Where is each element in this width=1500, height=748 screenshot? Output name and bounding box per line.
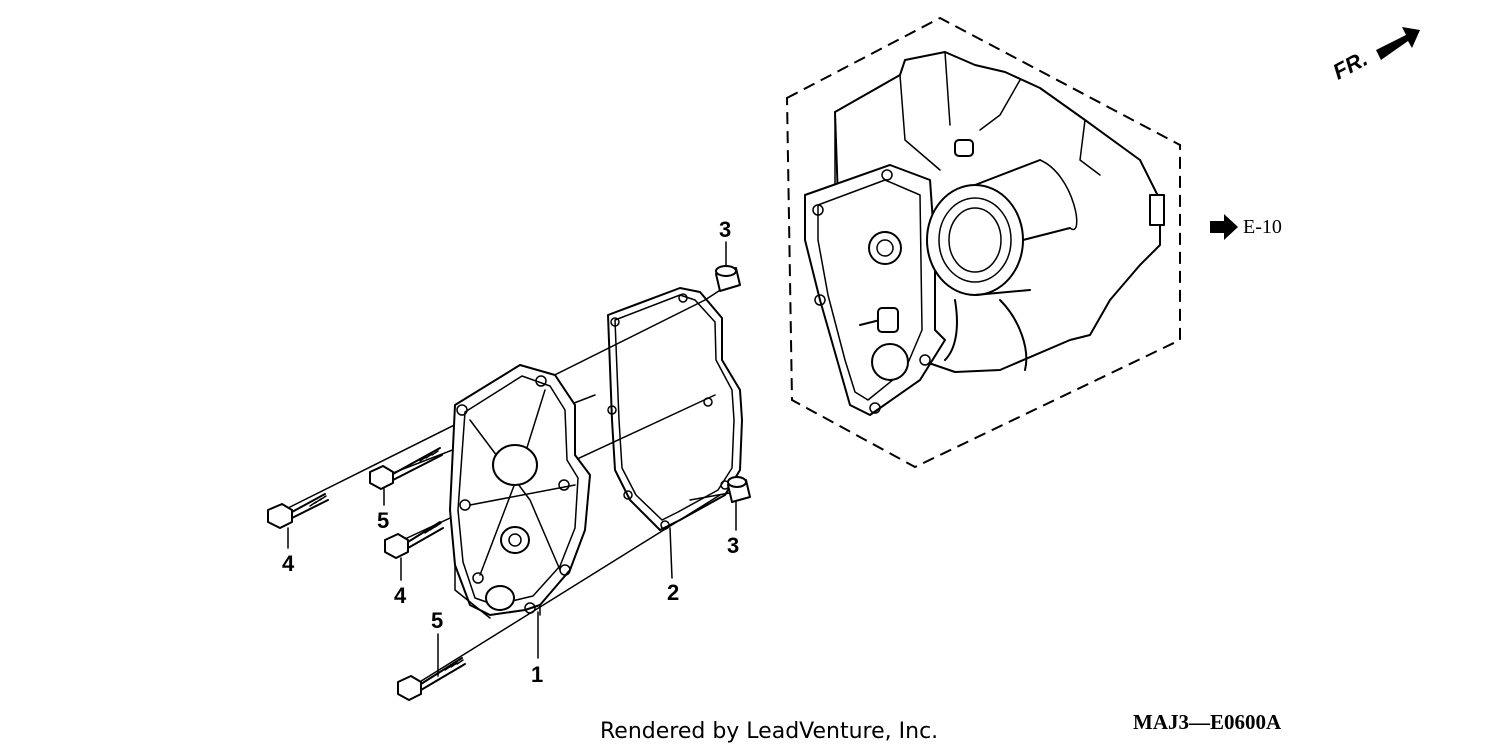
callout-part-3-lower[interactable]: 3 (727, 533, 739, 558)
bolt-part-4-lower[interactable] (384, 521, 444, 559)
transmission-housing-assembly (785, 16, 1181, 469)
front-arrow-icon (1376, 27, 1420, 60)
callout-part-3-upper[interactable]: 3 (719, 217, 731, 242)
reference-e10-label: E-10 (1243, 216, 1282, 238)
callout-part-4-lower[interactable]: 4 (394, 583, 407, 608)
dowel-pin-upper[interactable] (715, 265, 741, 292)
callouts: 1 2 3 3 4 4 5 5 (282, 217, 739, 687)
right-arrow-icon (1210, 214, 1238, 240)
cover-central-boss (492, 444, 538, 486)
housing-flange-plate (804, 164, 946, 416)
bolt-part-5-upper[interactable] (369, 447, 443, 490)
callout-part-5-lower[interactable]: 5 (431, 608, 443, 633)
callout-part-1[interactable]: 1 (531, 662, 543, 687)
gasket-outline (607, 287, 743, 531)
reference-assembly-boundary (785, 16, 1181, 469)
cover-part-1[interactable] (449, 364, 591, 619)
housing-lower-barrel (944, 299, 1028, 371)
cover-body (449, 364, 591, 616)
bolt-part-4-upper[interactable] (267, 493, 329, 529)
callout-part-5-upper[interactable]: 5 (377, 508, 389, 533)
callout-part-2[interactable]: 2 (667, 580, 679, 605)
diagram-code: MAJ3—E0600A (1133, 710, 1282, 734)
bolt-part-5-lower[interactable] (397, 657, 466, 701)
footer-credit: Rendered by LeadVenture, Inc. (600, 719, 938, 744)
reference-e10-link[interactable]: E-10 (1210, 214, 1282, 240)
housing-bearing-bore (926, 184, 1024, 296)
front-direction-label: FR. (1329, 46, 1372, 85)
dowel-pin-lower[interactable] (727, 476, 751, 503)
callout-part-4-upper[interactable]: 4 (282, 551, 295, 576)
front-direction-indicator: FR. (1329, 27, 1420, 84)
